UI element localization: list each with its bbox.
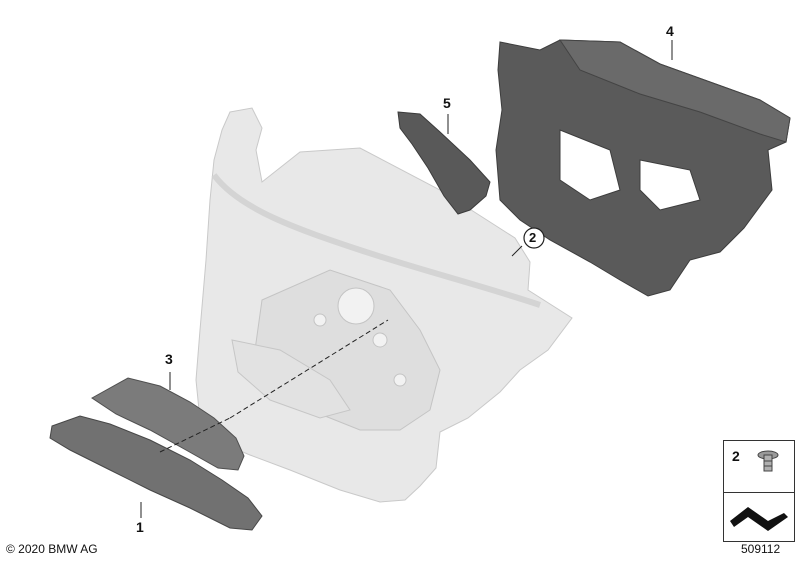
- sound-insulation: [495, 39, 791, 297]
- copyright-text: © 2020 BMW AG: [6, 542, 98, 556]
- screw-icon: [757, 450, 779, 472]
- callout-part-5: 5: [443, 95, 451, 111]
- trim-strip-lower: [49, 415, 263, 531]
- small-bracket: [397, 111, 491, 215]
- assembly-lines: [159, 319, 389, 453]
- legend-screw-number: 2: [732, 448, 740, 464]
- leader-lines: [140, 40, 673, 518]
- callout-part-2: 2: [529, 230, 537, 245]
- side-trim-panel: [195, 107, 573, 503]
- component-symbol-icon: [730, 507, 788, 531]
- callout-part-4: 4: [666, 23, 674, 39]
- diagram-number: 509112: [741, 542, 781, 556]
- legend-screw-box: 2: [723, 440, 795, 494]
- trim-strip-upper: [91, 377, 245, 471]
- legend-component-box: [723, 492, 795, 542]
- callout-2-circle: [523, 227, 545, 249]
- callout-part-3: 3: [165, 351, 173, 367]
- callout-part-1: 1: [136, 519, 144, 535]
